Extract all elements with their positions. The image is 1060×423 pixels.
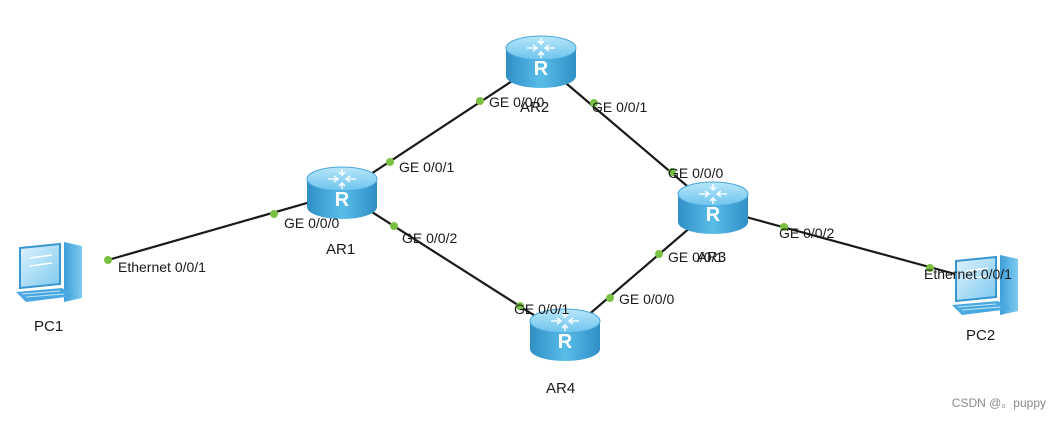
- device-label-ar3: AR3: [697, 249, 726, 266]
- port-label-ar1-ge002: GE 0/0/2: [402, 230, 457, 246]
- device-label-ar4: AR4: [546, 380, 575, 397]
- port-label-ar2-ge000: GE 0/0/0: [489, 94, 544, 110]
- pc-icon: [951, 254, 1019, 316]
- link-ar1-ar4: [341, 192, 566, 336]
- port-dot-ar4-ge000: [606, 294, 614, 302]
- port-dot-ar1-ge002: [390, 222, 398, 230]
- port-label-pc2-eth: Ethernet 0/0/1: [924, 266, 1012, 282]
- pc-icon: [15, 241, 83, 303]
- port-label-ar4-ge001: GE 0/0/1: [514, 301, 569, 317]
- link-pc1-ar1: [107, 191, 343, 262]
- port-dot-ar2-ge000: [476, 97, 484, 105]
- device-label-pc2: PC2: [966, 327, 995, 344]
- port-label-ar1-ge000: GE 0/0/0: [284, 215, 339, 231]
- port-label-ar1-ge001: GE 0/0/1: [399, 159, 454, 175]
- port-dots: [104, 97, 934, 310]
- port-label-pc1-eth: Ethernet 0/0/1: [118, 259, 206, 275]
- watermark-text: CSDN @。puppy: [951, 396, 1046, 410]
- link-ar3-pc2: [712, 206, 989, 285]
- router-icon: [677, 181, 749, 235]
- port-label-ar3-ge002: GE 0/0/2: [779, 225, 834, 241]
- router-icon: [306, 166, 378, 220]
- port-dot-pc2-eth: [926, 264, 934, 272]
- pc-pc1[interactable]: [15, 241, 83, 303]
- device-label-ar2: AR2: [520, 99, 549, 116]
- router-ar3[interactable]: [677, 181, 749, 235]
- router-ar1[interactable]: [306, 166, 378, 220]
- port-label-ar3-ge000: GE 0/0/0: [668, 165, 723, 181]
- port-label-ar4-ge000: GE 0/0/0: [619, 291, 674, 307]
- port-dot-pc1-eth: [104, 256, 112, 264]
- port-dot-ar4-ge001: [516, 302, 524, 310]
- link-ar1-ar2: [341, 61, 542, 194]
- port-label-ar2-ge001: GE 0/0/1: [592, 99, 647, 115]
- router-ar2[interactable]: [505, 35, 577, 89]
- device-label-pc1: PC1: [34, 318, 63, 335]
- port-dot-ar1-ge001: [386, 158, 394, 166]
- port-dot-ar3-ge002: [780, 223, 788, 231]
- port-dot-ar2-ge001: [590, 99, 598, 107]
- pc-pc2[interactable]: [951, 254, 1019, 316]
- port-dot-ar1-ge000: [270, 210, 278, 218]
- port-label-ar3-ge001: GE 0/0/1: [668, 249, 723, 265]
- device-label-ar1: AR1: [326, 241, 355, 258]
- link-ar2-ar3: [540, 61, 714, 209]
- port-dot-ar3-ge001: [655, 250, 663, 258]
- router-icon: [505, 35, 577, 89]
- port-dot-ar3-ge000: [668, 168, 676, 176]
